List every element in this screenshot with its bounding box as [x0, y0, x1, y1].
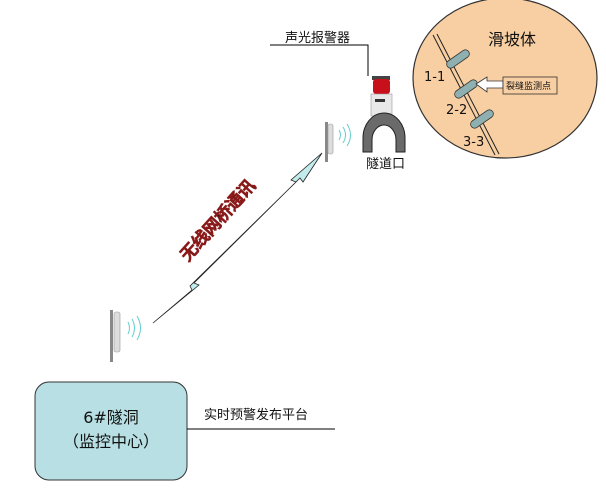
wireless-link-label: 无线网桥通讯	[175, 175, 260, 266]
point-label-2: 2-2	[446, 103, 467, 118]
alarm-label: 声光报警器	[285, 30, 350, 46]
sensor-3-icon	[470, 109, 494, 129]
center-title: 6#隧洞	[83, 408, 139, 427]
sensor-1-icon	[446, 49, 470, 69]
point-label-1: 1-1	[424, 70, 445, 85]
landslide-title: 滑坡体	[488, 30, 536, 49]
wireless-link-arrow	[152, 152, 323, 324]
center-subtitle: （监控中心）	[63, 432, 159, 451]
platform-label: 实时预警发布平台	[204, 407, 308, 423]
crack-label: 裂缝监测点	[506, 80, 551, 92]
antenna-top-icon	[325, 122, 351, 162]
sensor-2-icon	[454, 79, 478, 99]
monitoring-center-box	[34, 381, 188, 481]
point-label-3: 3-3	[463, 135, 484, 150]
antenna-bottom-icon	[110, 310, 141, 362]
tunnel-entrance-label: 隧道口	[366, 156, 405, 172]
alarm-leader-line	[270, 44, 369, 76]
siren-icon	[370, 76, 393, 117]
tunnel-arch-icon	[362, 112, 406, 153]
landslide-zoom-view: 滑坡体 1-1 2-2 3-3 裂缝监测点	[412, 0, 598, 159]
